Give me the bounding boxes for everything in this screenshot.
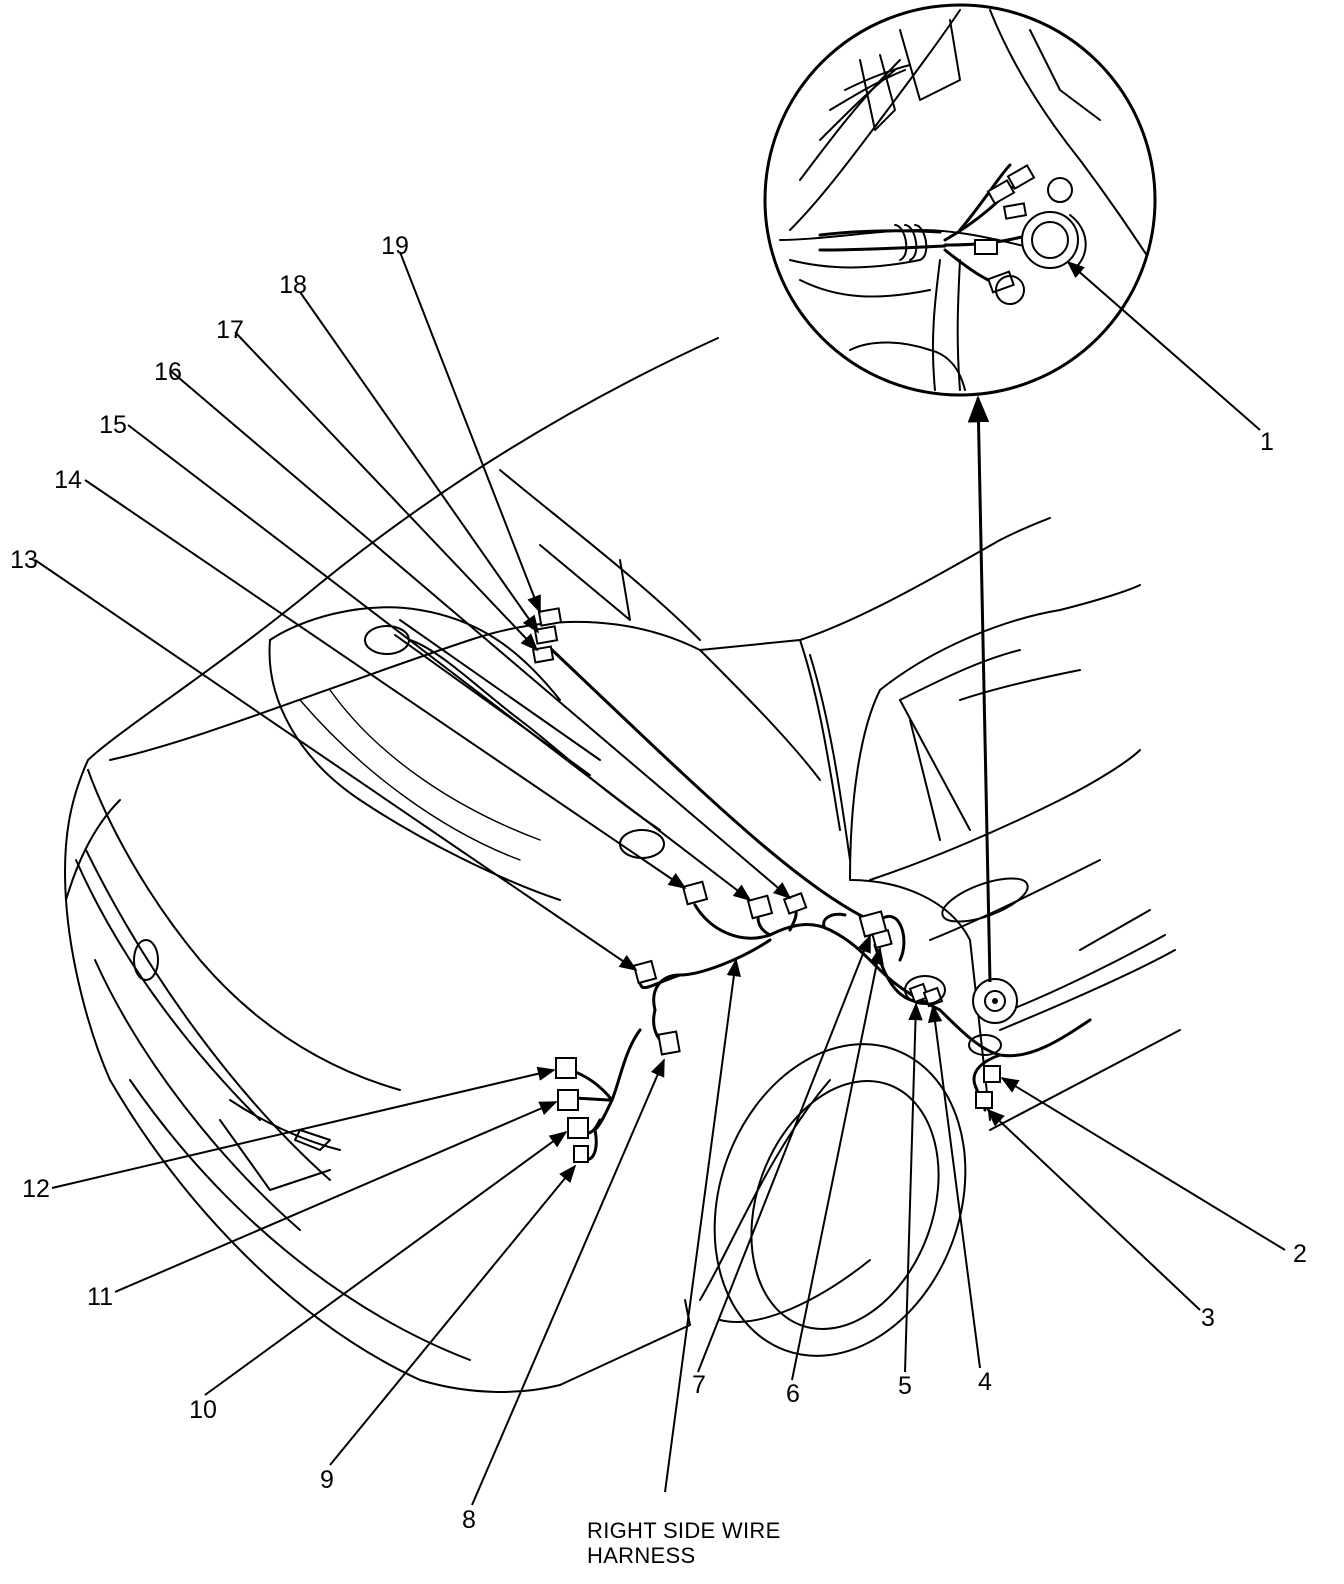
connector-11 — [557, 1089, 579, 1111]
connector-10 — [567, 1117, 589, 1139]
connector-6 — [871, 928, 893, 950]
leader-17 — [234, 331, 539, 652]
harness-caption-line-1: RIGHT SIDE WIRE — [587, 1518, 781, 1543]
leader-5 — [904, 1002, 923, 1373]
connector-18 — [533, 625, 559, 645]
leader-19 — [399, 251, 541, 614]
callout-13: 13 — [10, 546, 38, 574]
callout-6: 6 — [786, 1380, 800, 1408]
leader-harness — [664, 958, 741, 1493]
leader-1 — [1066, 260, 1261, 431]
leader-8 — [471, 1058, 665, 1506]
callout-18: 18 — [279, 271, 307, 299]
callout-1: 1 — [1260, 428, 1274, 456]
connector-14 — [681, 880, 709, 906]
connector-15 — [746, 894, 774, 920]
leader-4 — [927, 1004, 981, 1369]
callout-8: 8 — [462, 1506, 476, 1534]
connector-19 — [537, 607, 563, 627]
callout-3: 3 — [1201, 1304, 1215, 1332]
car-body-outline — [63, 337, 1181, 1393]
callout-labels: 1 2 3 4 5 6 7 8 9 10 11 12 13 14 15 16 1… — [10, 232, 1307, 1534]
callout-12: 12 — [22, 1175, 50, 1203]
leader-3 — [986, 1108, 1201, 1311]
connector-2 — [983, 1065, 1001, 1083]
callout-19: 19 — [381, 232, 409, 260]
grommet-1 — [972, 978, 1018, 1024]
leader-16 — [171, 371, 792, 900]
leader-7 — [697, 934, 871, 1373]
callout-7: 7 — [692, 1371, 706, 1399]
connector-13 — [632, 959, 658, 985]
leader-18 — [299, 291, 540, 634]
connector-8 — [657, 1030, 681, 1056]
connectors — [531, 607, 1018, 1163]
harness-caption: RIGHT SIDE WIRE HARNESS — [587, 1518, 781, 1568]
callout-14: 14 — [54, 466, 82, 494]
callout-15: 15 — [99, 411, 127, 439]
detail-pointer-arrow — [967, 395, 992, 983]
callout-2: 2 — [1293, 1240, 1307, 1268]
leader-13 — [34, 559, 638, 972]
callout-9: 9 — [320, 1466, 334, 1494]
leader-lines — [34, 251, 1286, 1506]
detail-view-circle — [763, 3, 1157, 397]
harness-caption-line-2: HARNESS — [587, 1543, 695, 1568]
connector-9 — [573, 1145, 589, 1163]
leader-14 — [84, 479, 687, 890]
leader-9 — [329, 1164, 577, 1466]
leader-2 — [1000, 1077, 1286, 1251]
leader-11 — [114, 1101, 558, 1293]
leader-6 — [791, 946, 884, 1381]
connector-3 — [975, 1091, 993, 1109]
callout-11: 11 — [87, 1283, 113, 1311]
leader-12 — [51, 1066, 556, 1189]
callout-10: 10 — [189, 1396, 217, 1424]
callout-4: 4 — [978, 1368, 992, 1396]
connector-12 — [555, 1057, 577, 1079]
callout-17: 17 — [216, 316, 244, 344]
callout-16: 16 — [154, 358, 182, 386]
leader-10 — [204, 1130, 568, 1396]
callout-5: 5 — [898, 1372, 912, 1400]
leader-15 — [127, 424, 752, 902]
connector-5 — [908, 982, 930, 1004]
